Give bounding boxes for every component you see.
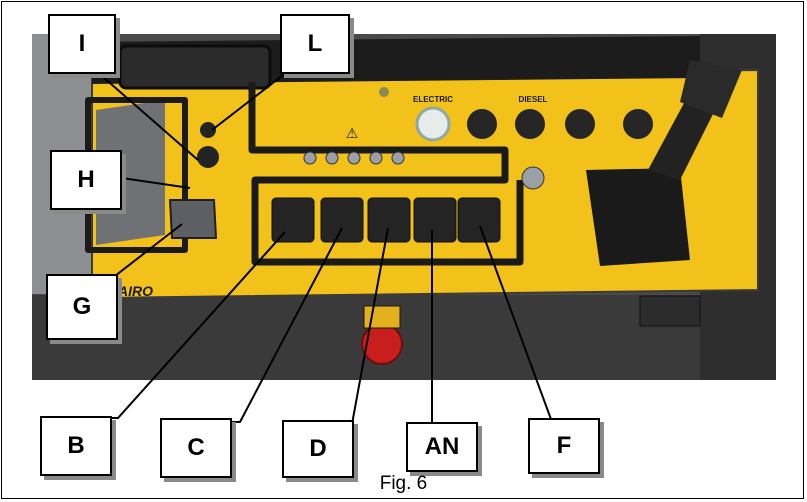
callout-c: C bbox=[160, 418, 232, 478]
callout-b: B bbox=[40, 416, 112, 476]
callout-an: AN bbox=[406, 422, 478, 472]
callout-d: D bbox=[282, 420, 354, 478]
top-screw bbox=[379, 87, 389, 97]
callout-f: F bbox=[528, 418, 600, 474]
rocker-switch-f bbox=[457, 197, 501, 243]
switch-l bbox=[200, 122, 216, 138]
callout-h: H bbox=[50, 150, 122, 210]
callout-l: L bbox=[280, 14, 350, 74]
figure-caption: Fig. 6 bbox=[379, 473, 428, 494]
callout-i: I bbox=[48, 14, 116, 74]
callout-g: G bbox=[46, 274, 118, 340]
indicator-light-1 bbox=[303, 151, 317, 165]
display-window bbox=[118, 44, 272, 90]
selector-knob-1 bbox=[467, 109, 497, 139]
button-area-outline bbox=[248, 82, 524, 266]
selector-knob-2 bbox=[515, 109, 545, 139]
rocker-switch-d bbox=[367, 197, 411, 243]
leader-i bbox=[94, 69, 199, 161]
indicator-light-4 bbox=[369, 151, 383, 165]
emergency-stop-icon bbox=[361, 323, 403, 365]
warning-triangle-icon: ⚠ bbox=[346, 126, 359, 142]
joystick-shaft bbox=[648, 92, 720, 180]
clip-g bbox=[168, 199, 218, 239]
diesel-label: DIESEL bbox=[519, 95, 548, 104]
electric-push-button bbox=[415, 106, 451, 142]
leader-h bbox=[121, 177, 191, 189]
rocker-switch-an bbox=[413, 197, 457, 243]
leader-g bbox=[114, 223, 183, 277]
joystick-boot bbox=[586, 168, 690, 266]
bottom-connector bbox=[639, 295, 701, 327]
electric-label: ELECTRIC bbox=[413, 95, 453, 104]
joystick-handle-icon bbox=[680, 60, 742, 118]
indicator-light-3 bbox=[347, 151, 361, 165]
switch-i bbox=[197, 146, 219, 168]
brand-logo: AIRO bbox=[117, 283, 153, 299]
rocker-switch-b bbox=[271, 197, 315, 243]
selector-knob-4 bbox=[623, 109, 653, 139]
indicator-light-2 bbox=[325, 151, 339, 165]
gray-push-button bbox=[521, 166, 545, 190]
indicator-light-5 bbox=[391, 151, 405, 165]
selector-knob-3 bbox=[565, 109, 595, 139]
rocker-switch-c bbox=[320, 197, 364, 243]
